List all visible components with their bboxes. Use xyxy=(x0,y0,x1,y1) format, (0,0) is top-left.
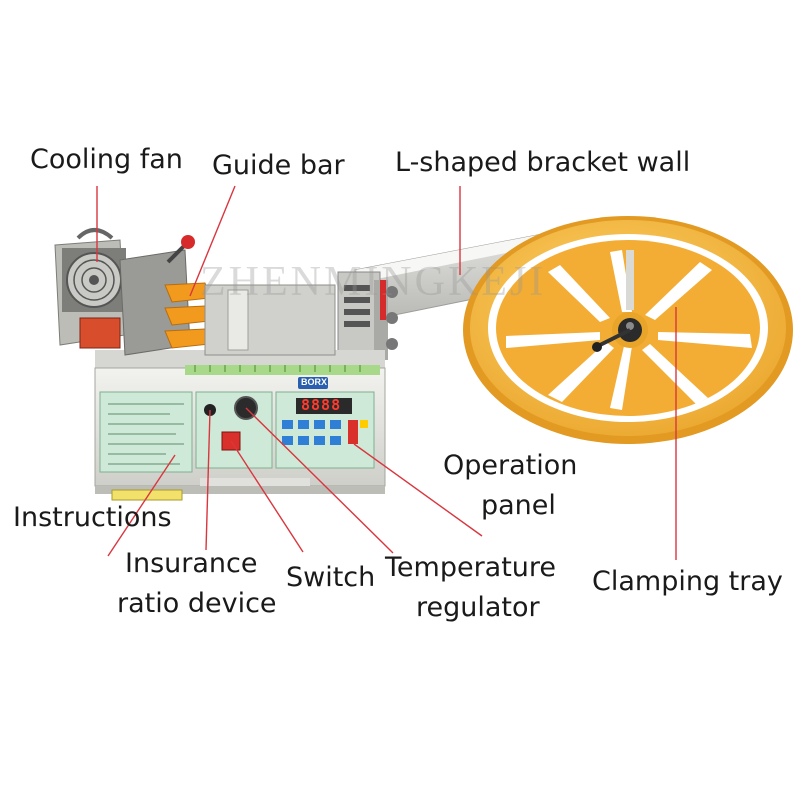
pointer-operation-panel xyxy=(353,443,483,537)
left-control-panel xyxy=(195,391,273,469)
watermark: ZHENMINGKEJI xyxy=(200,259,547,305)
cooling-fan-housing xyxy=(54,228,126,349)
label-cooling-fan: Cooling fan xyxy=(30,144,183,175)
label-instructions: Instructions xyxy=(13,502,172,533)
pointer-guide-bar xyxy=(189,185,236,297)
display-readout: 8888 xyxy=(301,396,342,414)
wheel-spokes xyxy=(506,250,752,410)
lever-knob xyxy=(181,235,195,249)
label-bracket-wall: L-shaped bracket wall xyxy=(395,147,691,178)
label-insurance-line2: ratio device xyxy=(117,588,277,619)
operation-panel xyxy=(275,391,375,469)
pointer-lines xyxy=(96,185,677,560)
guide-bar-clamps xyxy=(164,282,211,349)
label-temperature-line1: Temperature xyxy=(385,552,557,583)
brand-badge xyxy=(298,377,328,389)
pointer-switch xyxy=(230,440,304,553)
cutting-plate xyxy=(204,284,336,356)
guide-rollers xyxy=(337,271,398,361)
label-switch: Switch xyxy=(286,562,376,593)
digital-display xyxy=(296,398,352,414)
label-insurance-line1: Insurance xyxy=(125,548,258,579)
label-temperature-line2: regulator xyxy=(416,592,540,623)
pointer-instructions xyxy=(107,454,176,557)
label-operation-panel-line1: Operation xyxy=(443,450,578,481)
pointer-insurance xyxy=(205,409,211,551)
clamping-tray-wheel xyxy=(463,216,793,444)
label-guide-bar: Guide bar xyxy=(212,150,345,181)
label-clamping-tray: Clamping tray xyxy=(592,566,783,597)
instructions-placard xyxy=(99,391,193,473)
pointer-temperature xyxy=(245,407,394,554)
warning-label xyxy=(111,489,183,501)
label-operation-panel-line2: panel xyxy=(481,490,556,521)
brand-badge-text: BORX xyxy=(301,377,328,387)
